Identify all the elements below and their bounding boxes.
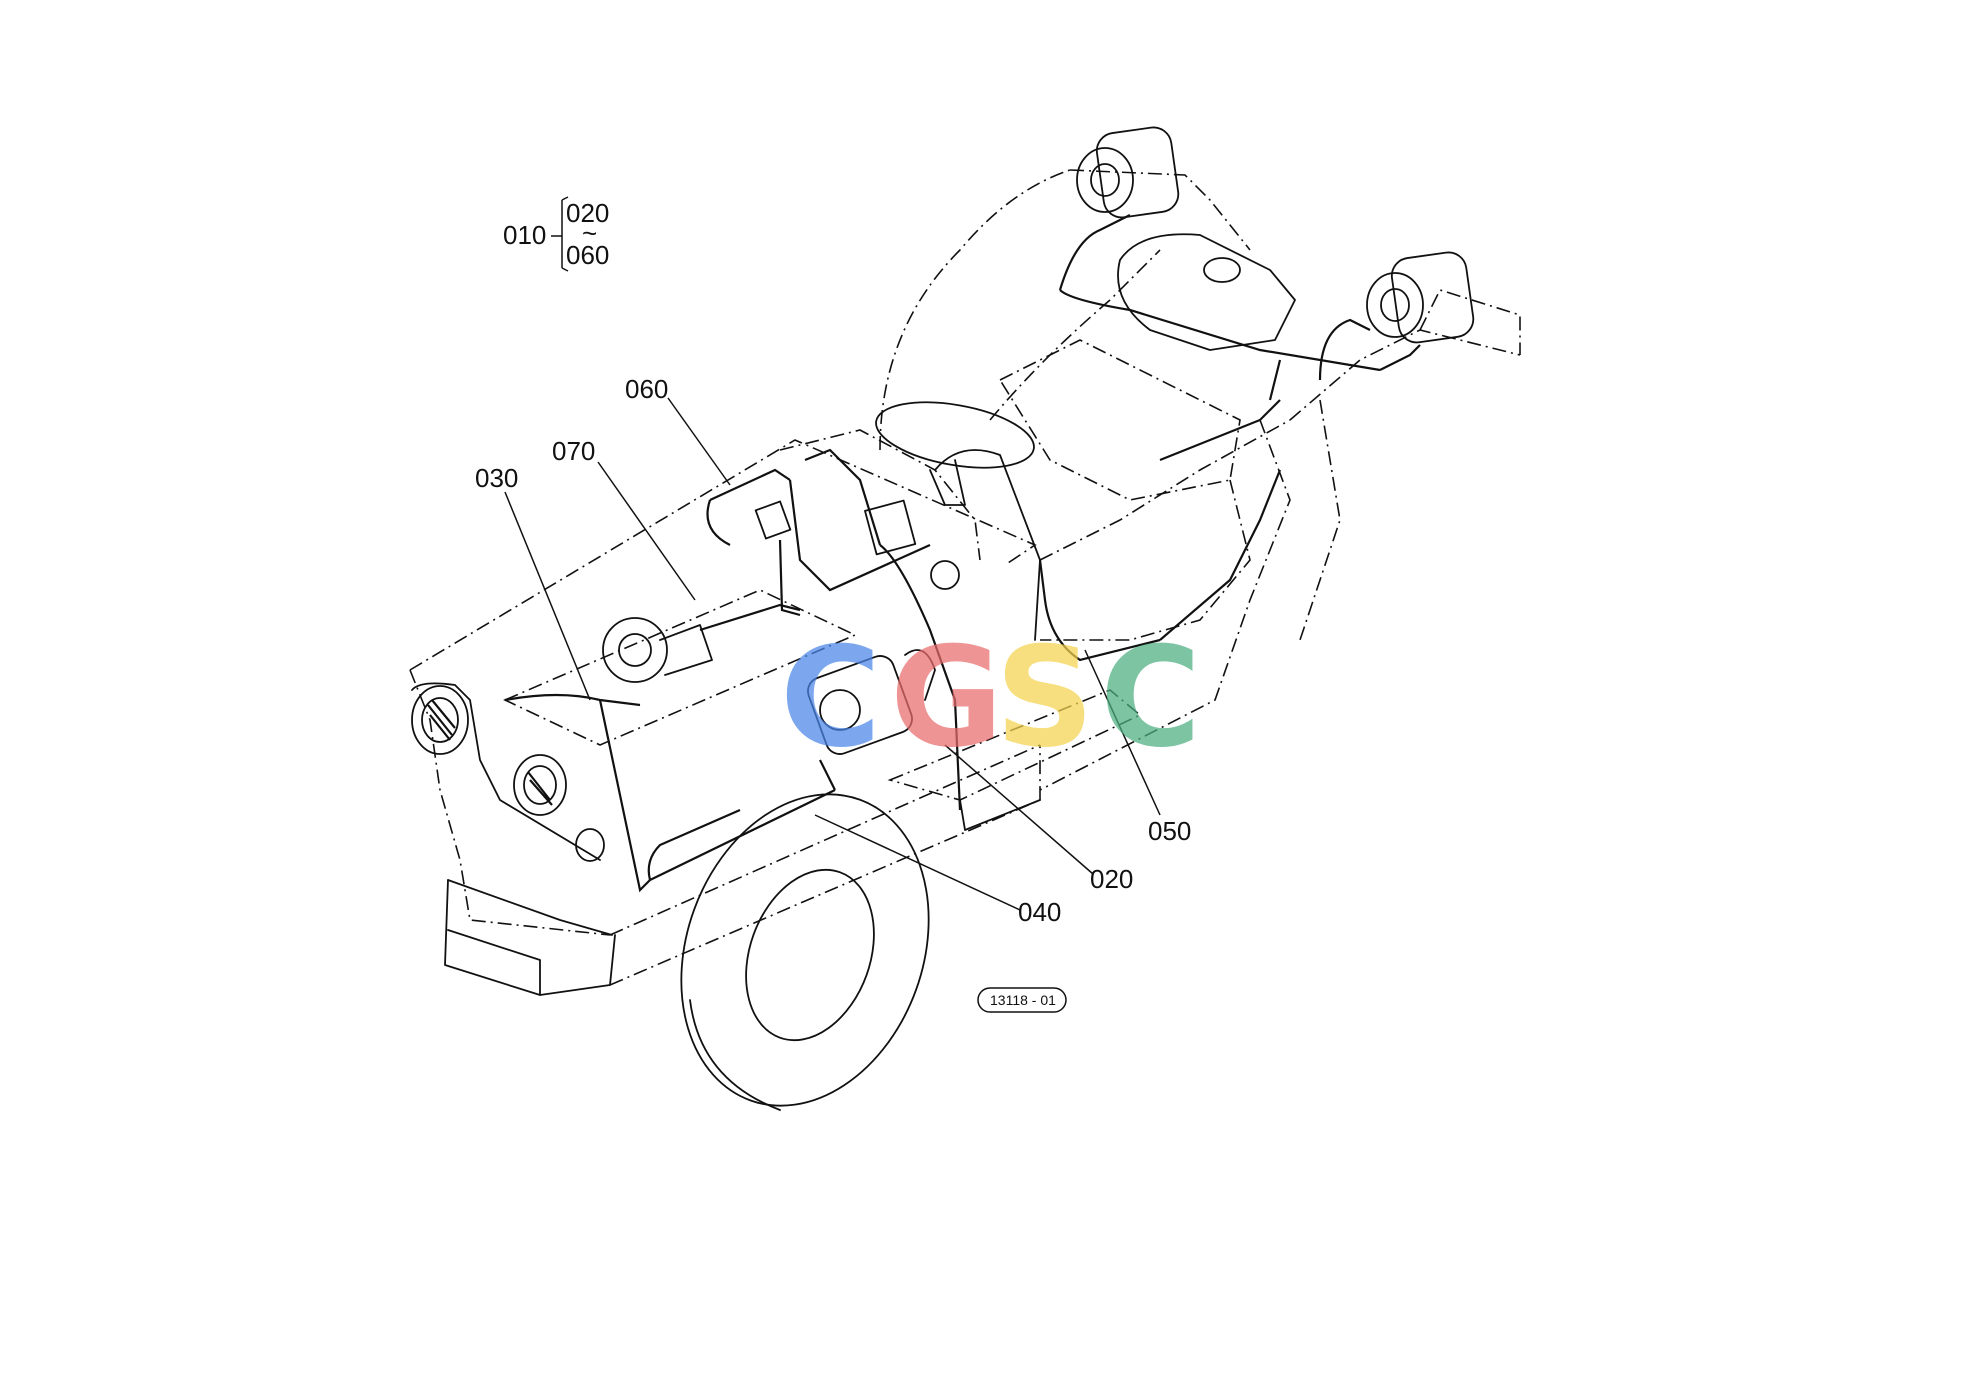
group-range-end: 060 [566,240,609,270]
figure-reference-text: 13118 - 01 [990,992,1056,1008]
leader-060 [667,397,731,486]
front-headlights [411,685,605,862]
watermark-letter-2: G [890,617,1003,778]
group-range-tilde: ~ [582,218,597,248]
front-wheel [680,793,930,1111]
engine-components [602,499,960,755]
watermark-letter-4: C [1100,617,1201,778]
header-group-label: 010 020 ~ 060 [503,196,609,272]
leader-070 [597,461,696,601]
watermark: C G S C [780,617,1201,778]
leader-030 [504,491,591,701]
leader-020 [944,744,1094,875]
wiring-harness [504,214,1421,893]
watermark-letter-1: C [780,617,881,778]
leader-040 [814,814,1021,911]
rear-lamps [1076,126,1475,344]
figure-reference: 13118 - 01 [977,987,1067,1013]
callout-070: 070 [552,436,595,466]
leader-050 [1084,649,1161,816]
group-main-number: 010 [503,220,546,250]
watermark-letter-3: S [995,617,1094,778]
tractor-body-outline [409,169,1521,996]
callout-020: 020 [1090,864,1133,894]
group-range-start: 020 [566,198,609,228]
callout-030: 030 [475,463,518,493]
callout-labels: 060 070 030 050 020 040 [475,374,1191,927]
callout-040: 040 [1018,897,1061,927]
callout-060: 060 [625,374,668,404]
callout-050: 050 [1148,816,1191,846]
